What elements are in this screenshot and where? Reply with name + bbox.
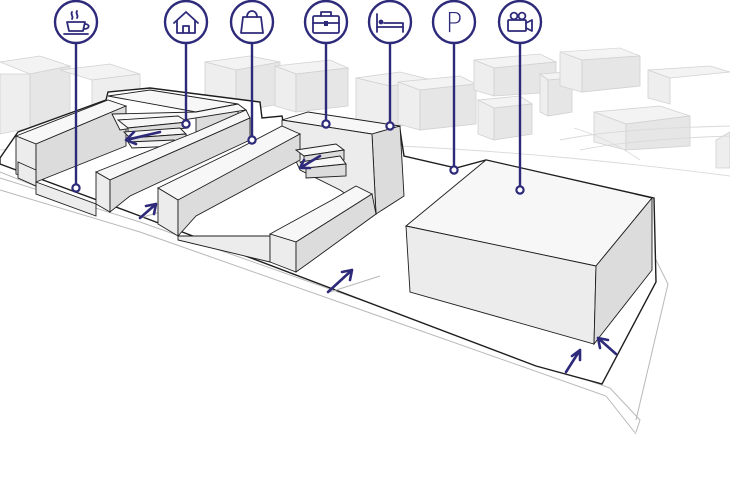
parking-icon-circle — [431, 0, 477, 45]
pin-cafe — [53, 0, 99, 193]
pin-hotel — [367, 0, 413, 131]
pin-retail — [229, 0, 275, 145]
pin-office — [303, 0, 349, 129]
pin-dot-cinema — [515, 185, 525, 195]
top-fade — [0, 0, 730, 58]
shopping-bag-icon — [240, 10, 264, 34]
entry-arrows — [124, 130, 618, 374]
entry-arrow-cinema-east — [596, 336, 618, 356]
bed-icon — [376, 13, 404, 33]
building-block-cinema — [404, 159, 653, 346]
pin-dot-hotel — [385, 121, 395, 131]
pin-parking: P — [431, 0, 477, 175]
pin-dot-housing — [181, 119, 191, 129]
retail-icon-circle — [229, 0, 275, 45]
pin-housing — [163, 0, 209, 129]
housing-icon-circle — [163, 0, 209, 45]
pin-cinema — [497, 0, 543, 195]
entry-arrow-west-court — [124, 130, 162, 146]
entry-arrow-cinema-south — [564, 348, 582, 374]
icon-pins: P — [53, 0, 543, 195]
entry-arrow-west-south — [138, 202, 158, 220]
house-icon — [173, 11, 199, 34]
movie-camera-icon — [507, 11, 533, 32]
entry-arrow-central-court — [298, 154, 322, 170]
background-city-context — [0, 47, 730, 177]
coffee-cup-icon — [63, 10, 90, 35]
building-block-central — [157, 111, 405, 273]
pin-dot-retail — [247, 135, 257, 145]
briefcase-icon — [312, 11, 340, 34]
parking-letter: P — [446, 6, 463, 39]
pin-dot-cafe — [71, 183, 81, 193]
hotel-icon-circle — [367, 0, 413, 45]
entry-arrow-central-south — [326, 268, 354, 294]
pin-dot-parking — [449, 165, 459, 175]
cinema-icon-circle — [497, 0, 543, 45]
parking-icon: P — [446, 6, 463, 39]
pin-dot-office — [321, 119, 331, 129]
